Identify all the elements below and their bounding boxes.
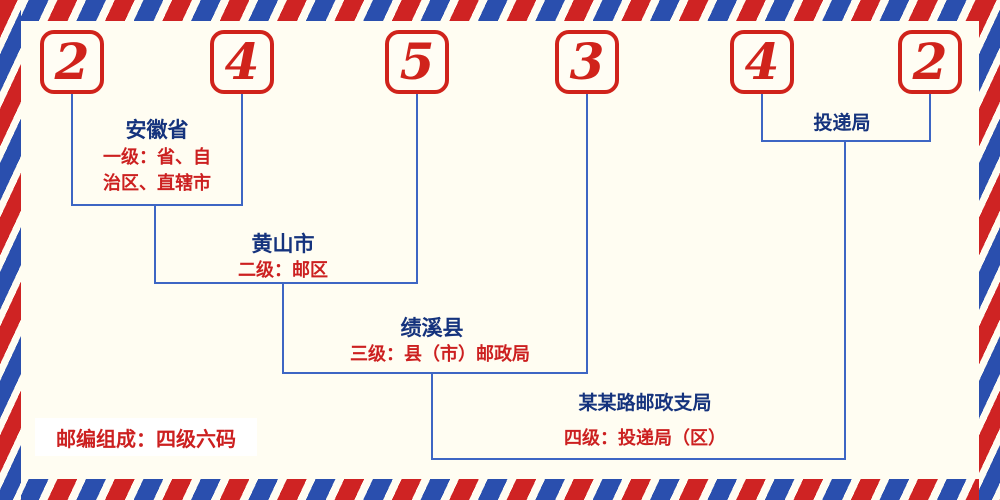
footer-note-badge: 邮编组成：四级六码 [35,418,257,456]
connector-level3-bottom [282,372,588,374]
digit-box-1: 2 [40,30,104,94]
connector-level1-bottom [71,204,243,206]
connector-digit6-down [929,94,931,142]
airmail-border-bottom [0,479,1000,500]
level3-description: 三级：县（市）邮政局 [350,344,530,364]
connector-delivery-bracket [761,140,931,142]
digit-box-6: 2 [898,30,962,94]
airmail-border-right [979,0,1000,500]
level1-title: 安徽省 [125,119,189,142]
level4-description: 四级：投递局（区） [564,428,726,448]
delivery-office-label: 投递局 [813,113,871,134]
digit-box-4: 3 [555,30,619,94]
level2-description: 二级：邮区 [238,260,328,280]
connector-digit4-down [586,94,588,374]
connector-level4-bottom [431,458,846,460]
level1-description: 一级：省、自治区、直辖市 [103,147,211,194]
connector-level2-to-level3 [282,282,284,374]
connector-delivery-to-level4 [844,140,846,460]
connector-digit1-down [71,94,73,206]
airmail-border-top [0,0,1000,21]
digit-box-2: 4 [210,30,274,94]
connector-digit5-down [761,94,763,142]
connector-digit3-down [416,94,418,284]
digit-box-5: 4 [730,30,794,94]
footer-note-text: 邮编组成：四级六码 [56,428,236,451]
connector-level1-to-level2 [154,204,156,284]
level2-title: 黄山市 [251,233,315,256]
connector-level2-bottom [154,282,418,284]
connector-digit2-down [241,94,243,206]
connector-level3-to-level4 [431,372,433,460]
airmail-border-left [0,0,21,500]
level3-title: 绩溪县 [400,317,464,340]
digit-box-3: 5 [385,30,449,94]
level4-title: 某某路邮政支局 [578,393,712,414]
